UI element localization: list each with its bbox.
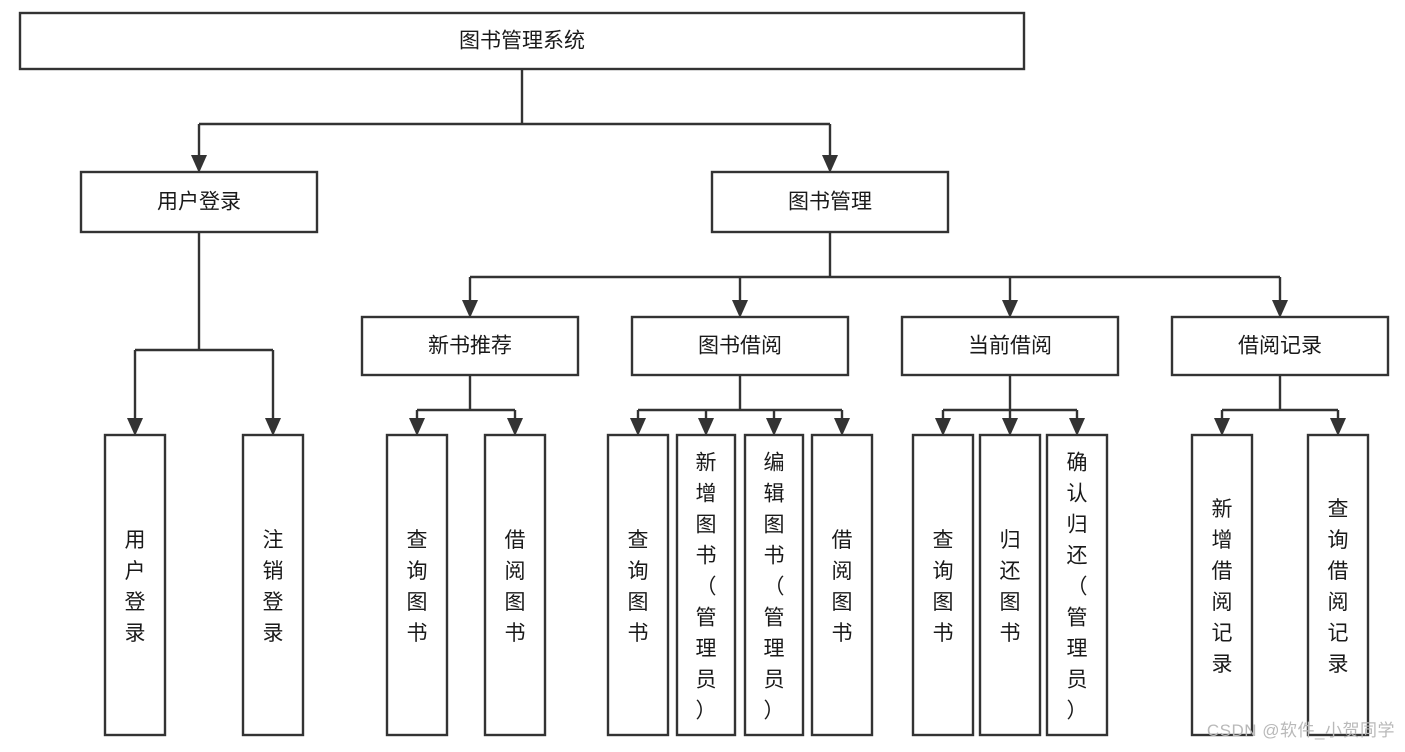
node-leaf-user-login[interactable]: 用户登录 — [103, 433, 167, 737]
arrowhead-icon — [1330, 418, 1346, 436]
node-box — [743, 433, 805, 737]
node-box — [630, 315, 850, 377]
arrowhead-icon — [822, 155, 838, 173]
node-l3-current[interactable]: 当前借阅 — [900, 315, 1120, 377]
node-label: 查询图书 — [933, 529, 954, 645]
node-box — [606, 433, 670, 737]
arrowhead-icon — [834, 418, 850, 436]
node-l3-borrow[interactable]: 图书借阅 — [630, 315, 850, 377]
arrowhead-icon — [1214, 418, 1230, 436]
node-box — [360, 315, 580, 377]
node-box — [978, 433, 1042, 737]
node-l3-new-book[interactable]: 新书推荐 — [360, 315, 580, 377]
nodes-layer: 图书管理系统用户登录图书管理新书推荐图书借阅当前借阅借阅记录用户登录注销登录查询… — [18, 11, 1390, 737]
arrowhead-icon — [1272, 300, 1288, 318]
node-box — [241, 433, 305, 737]
arrowhead-icon — [127, 418, 143, 436]
node-leaf-cur-confirm[interactable]: 确认归还（管理员） — [1045, 433, 1109, 737]
node-box — [1045, 433, 1109, 737]
node-label: 新增借阅记录 — [1212, 498, 1233, 676]
node-leaf-bb-query[interactable]: 查询图书 — [606, 433, 670, 737]
node-leaf-cur-return[interactable]: 归还图书 — [978, 433, 1042, 737]
node-label: 借阅图书 — [832, 529, 853, 645]
node-box — [79, 170, 319, 234]
node-label: 图书管理 — [788, 191, 872, 214]
node-box — [675, 433, 737, 737]
arrowhead-icon — [191, 155, 207, 173]
node-label: 查询图书 — [407, 529, 428, 645]
node-box — [1170, 315, 1390, 377]
arrowhead-icon — [698, 418, 714, 436]
node-box — [483, 433, 547, 737]
arrowhead-icon — [409, 418, 425, 436]
node-box — [900, 315, 1120, 377]
node-label: 注销登录 — [263, 529, 284, 645]
node-leaf-bb-add[interactable]: 新增图书（管理员） — [675, 433, 737, 737]
node-leaf-nb-query[interactable]: 查询图书 — [385, 433, 449, 737]
node-leaf-rec-query[interactable]: 查询借阅记录 — [1306, 433, 1370, 737]
arrowhead-icon — [732, 300, 748, 318]
node-l2-book-mgmt[interactable]: 图书管理 — [710, 170, 950, 234]
node-label: 查询图书 — [628, 529, 649, 645]
node-label: 编辑图书（管理员） — [764, 452, 785, 723]
node-label: 用户登录 — [157, 191, 241, 214]
node-leaf-bb-edit[interactable]: 编辑图书（管理员） — [743, 433, 805, 737]
arrowhead-icon — [1002, 300, 1018, 318]
node-label: 确认归还（管理员） — [1067, 452, 1088, 723]
node-label: 查询借阅记录 — [1328, 498, 1349, 676]
node-leaf-nb-borrow[interactable]: 借阅图书 — [483, 433, 547, 737]
node-label: 新增图书（管理员） — [696, 452, 717, 723]
node-label: 借阅图书 — [505, 529, 526, 645]
node-box — [810, 433, 874, 737]
arrowhead-icon — [630, 418, 646, 436]
node-box — [385, 433, 449, 737]
node-leaf-logout[interactable]: 注销登录 — [241, 433, 305, 737]
node-leaf-cur-query[interactable]: 查询图书 — [911, 433, 975, 737]
arrowhead-icon — [462, 300, 478, 318]
node-box — [1190, 433, 1254, 737]
node-label: 归还图书 — [1000, 529, 1021, 645]
node-label: 图书借阅 — [698, 335, 782, 358]
arrowhead-icon — [265, 418, 281, 436]
node-box — [1306, 433, 1370, 737]
arrowhead-icon — [507, 418, 523, 436]
node-label: 用户登录 — [125, 529, 146, 645]
arrowhead-icon — [1002, 418, 1018, 436]
arrowhead-icon — [935, 418, 951, 436]
node-box — [18, 11, 1026, 71]
node-leaf-rec-add[interactable]: 新增借阅记录 — [1190, 433, 1254, 737]
node-leaf-bb-borrow[interactable]: 借阅图书 — [810, 433, 874, 737]
node-root[interactable]: 图书管理系统 — [18, 11, 1026, 71]
node-l2-user-login[interactable]: 用户登录 — [79, 170, 319, 234]
node-label: 借阅记录 — [1238, 335, 1322, 358]
arrowhead-icon — [1069, 418, 1085, 436]
node-box — [911, 433, 975, 737]
arrowhead-icon — [766, 418, 782, 436]
edges-layer — [127, 69, 1346, 436]
node-label: 新书推荐 — [428, 335, 512, 358]
node-label: 当前借阅 — [968, 335, 1052, 358]
node-box — [103, 433, 167, 737]
node-label: 图书管理系统 — [459, 30, 585, 53]
node-box — [710, 170, 950, 234]
node-l3-records[interactable]: 借阅记录 — [1170, 315, 1390, 377]
